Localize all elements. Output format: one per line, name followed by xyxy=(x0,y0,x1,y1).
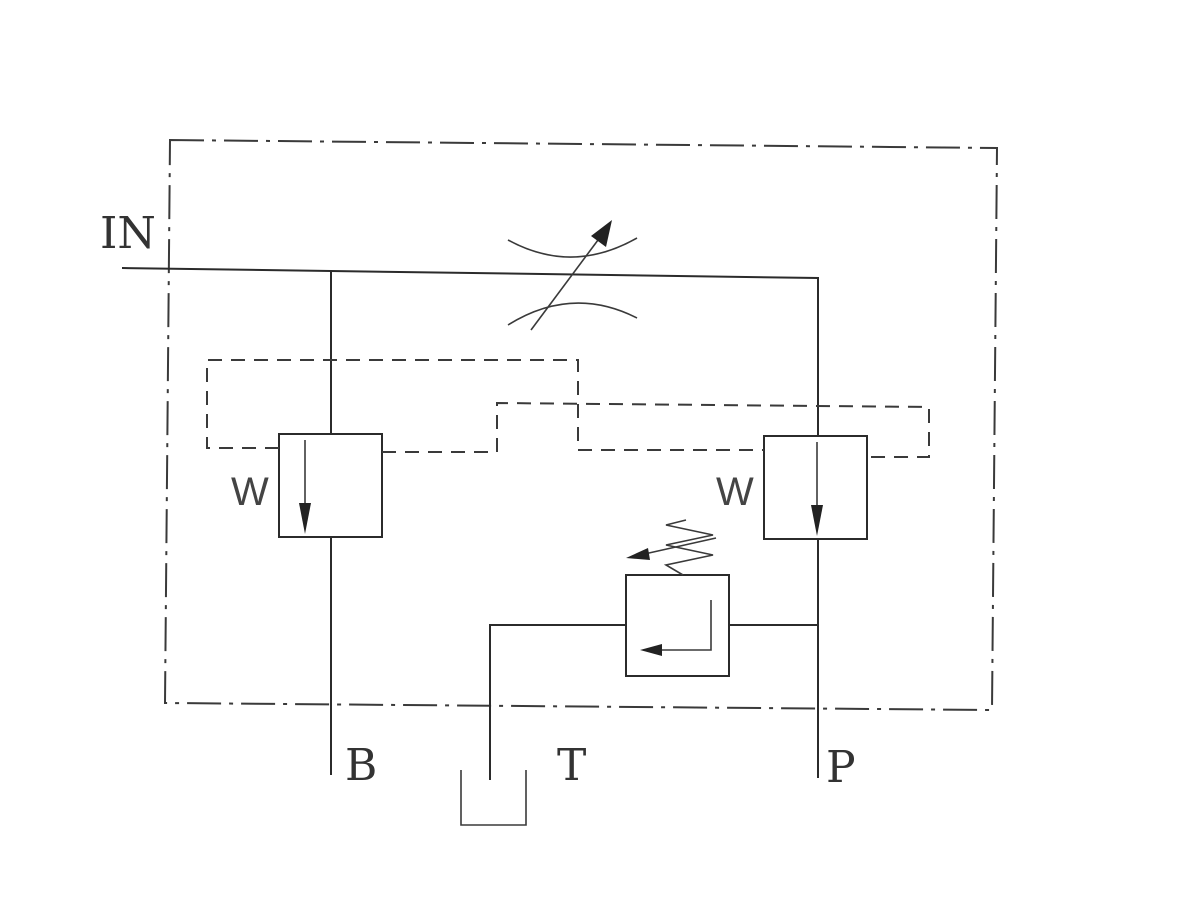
right-compensator-valve: W xyxy=(716,435,868,540)
left-compensator-valve: W xyxy=(231,433,383,538)
port-in-label: IN xyxy=(100,208,156,259)
throttle-adjust-arrow-shaft xyxy=(530,235,602,331)
right-valve-flow-arrowhead xyxy=(811,505,823,536)
tank-icon xyxy=(460,770,527,826)
left-valve-spring-mark: W xyxy=(231,470,269,514)
main-supply-line xyxy=(121,267,819,436)
relief-valve-flow-arrowhead xyxy=(640,644,662,656)
relief-valve-body xyxy=(625,574,730,677)
left-valve-body xyxy=(278,433,383,538)
relief-valve-spring xyxy=(663,519,714,576)
port-p-label: P xyxy=(826,742,856,793)
assembly-boundary xyxy=(163,138,999,712)
pilot-line-left-loop xyxy=(206,359,764,451)
spring-adjust-arrowhead xyxy=(626,548,650,560)
pilot-line-right-loop xyxy=(382,401,930,458)
throttle-upper-arc xyxy=(507,237,638,258)
spring-adjust-arrow-shaft xyxy=(639,537,717,556)
port-t-label: T xyxy=(557,740,586,791)
relief-outlet-line xyxy=(489,624,626,780)
left-valve-flow-arrowhead xyxy=(299,503,311,534)
port-b-label: B xyxy=(345,740,377,791)
throttle-adjust-arrowhead xyxy=(591,220,612,247)
throttle-lower-arc xyxy=(507,302,638,326)
relief-valve xyxy=(489,519,818,780)
right-valve-body xyxy=(763,435,868,540)
relief-valve-flow-path xyxy=(652,600,712,651)
adjustable-throttle-symbol xyxy=(507,220,638,331)
right-valve-spring-mark: W xyxy=(716,470,754,514)
